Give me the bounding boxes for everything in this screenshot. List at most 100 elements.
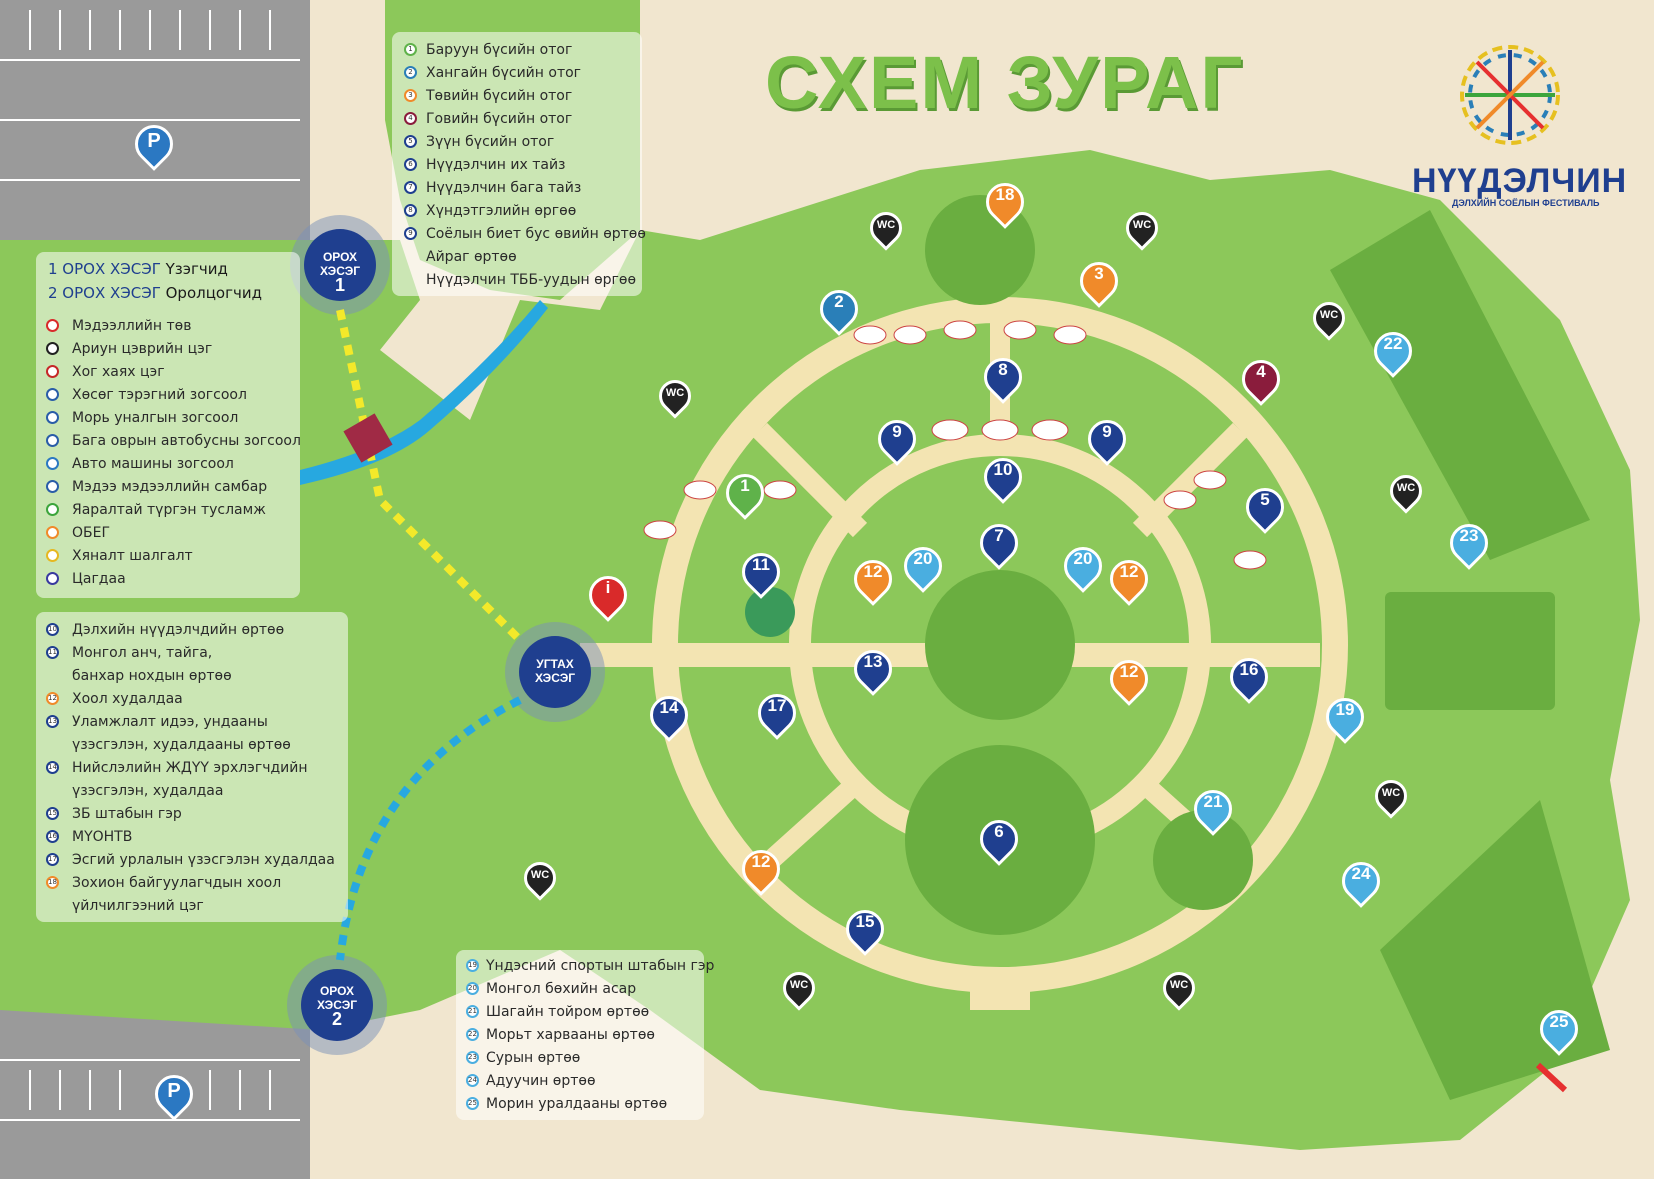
archery-field [1385,592,1555,710]
legend-item-label: Морьт харвааны өртөө [486,1027,655,1043]
legend-item-label: Эсгий урлалын үзэсгэлэн худалдаа [72,852,335,868]
legend-item-label: Нүүдэлчин их тайз [426,157,566,173]
legend-number-icon: 15 [46,807,59,820]
parking-lines [0,10,300,1121]
wrestling-arena [925,570,1075,720]
info-icon [46,319,59,332]
logo-subtitle: ДЭЛХИЙН СОЁЛЫН ФЕСТИВАЛЬ [1452,198,1600,208]
legend-item-label: Монгол анч, тайга, [72,645,213,661]
legend-item-label: Яаралтай түргэн тусламж [72,502,266,518]
legend-item-label: Авто машины зогсоол [72,456,234,472]
legend-item-label: Зүүн бүсийн отог [426,134,555,150]
marker-number: 20 [1073,549,1093,568]
bridge [343,413,393,463]
legend-item-label: үзэсгэлэн, худалдааны өртөө [72,737,291,753]
legend-item-label: Хяналт шалгалт [72,548,193,564]
legend-number-icon: 3 [404,89,417,102]
legend-item-label: Адуучин өртөө [486,1073,596,1089]
parking-icon [46,457,59,470]
marker-number: 12 [751,852,771,871]
marker-number: 9 [892,422,902,441]
marker-number: 10 [993,460,1013,479]
cart-icon [46,388,59,401]
legend-item-label: Морин уралдааны өртөө [486,1096,668,1112]
marker-number: 6 [994,822,1004,841]
legend-number-icon: 23 [466,1051,479,1064]
marker-number: 12 [1119,562,1139,581]
gate2-label[interactable]: ОРОХ ХЭСЭГ 2 [316,984,358,1029]
legend-number-icon: 24 [466,1074,479,1087]
marker-number: 18 [995,185,1015,204]
river [300,300,548,485]
participant-route [336,696,522,961]
legend-left-header-2: 2 ОРОХ ХЭСЭГ Оролцогчид [48,284,262,302]
legend-number-icon: 12 [46,692,59,705]
bus-icon [46,434,59,447]
legend-item-label: ОБЕГ [72,525,111,541]
legend-item-label: Нүүдэлчин ТББ-уудын өргөө [426,272,637,288]
legend-number-icon: 4 [404,112,417,125]
marker-number: 22 [1383,334,1403,353]
marker-number: 4 [1256,362,1266,381]
marker-number: 2 [834,292,844,311]
police-icon [46,572,59,585]
marker-number: 15 [855,912,875,931]
legend-number-icon: 6 [404,158,417,171]
gate1-label[interactable]: ОРОХ ХЭСЭГ 1 [319,250,361,295]
legend-number-icon: 17 [46,853,59,866]
legend-item-label: үйлчилгээний цэг [72,898,204,914]
wc-label: WC [789,979,809,991]
marker-number: 21 [1203,792,1223,811]
trash-icon [46,365,59,378]
inspection-icon [46,549,59,562]
visitor-route [336,309,523,643]
legend-item-label: Зохион байгуулагчдын хоол [72,875,282,891]
legend-item-label: Монгол бөхийн асар [486,981,637,997]
legend-item-label: Хөсөг тэрэгний зогсоол [72,387,247,403]
marker-number: 8 [998,360,1008,379]
legend-item-label: Уламжлалт идээ, ундааны [72,714,268,730]
wc-label: WC [530,869,550,881]
gate2-circle [301,969,373,1041]
legend-number-icon: 20 [466,982,479,995]
emergency-icon [46,526,59,539]
legend-number-icon: 10 [46,623,59,636]
legend-number-icon: 8 [404,204,417,217]
marker-number: 1 [740,476,750,495]
legend-left-panel: 1 ОРОХ ХЭСЭГ Үзэгчид 2 ОРОХ ХЭСЭГ Оролцо… [36,252,301,598]
legend-item-label: Бага оврын автобусны зогсоол [72,433,301,449]
legend-number-icon [404,273,417,286]
legend-item-label: Дэлхийн нүүдэлчдийн өртөө [72,622,285,638]
wc-label: WC [1319,309,1339,321]
marker-number: 9 [1102,422,1112,441]
legend-item-label: Нүүдэлчин бага тайз [426,180,582,196]
map-title: СХЕМ ЗУРАГ [765,41,1245,124]
marker-number: 13 [863,652,883,671]
legend-item-label: ЗБ штабын гэр [72,806,182,822]
legend-number-icon: 11 [46,646,59,659]
marker-number: 23 [1459,526,1479,545]
wc-icon [46,342,59,355]
exit-arrow [1535,1062,1568,1093]
gate1-circle [304,229,376,301]
marker-number: 16 [1239,660,1259,679]
wc-label: WC [1381,787,1401,799]
legend-item-label: Хог хаях цэг [72,364,165,380]
marker-number: 12 [1119,662,1139,681]
legend-item-label: МҮОНТВ [72,829,133,845]
legend-item-label: Соёлын биет бус өвийн өртөө [426,226,646,242]
legend-number-icon: 14 [46,761,59,774]
horse-icon [46,411,59,424]
wc-label: WC [1396,482,1416,494]
greeting-circle [519,636,591,708]
wc-label: WC [1132,219,1152,231]
marker-number: 20 [913,549,933,568]
greeting-label[interactable]: УГТАХ ХЭСЭГ [534,657,576,685]
signpost-icon [46,480,59,493]
hunter-area [745,587,795,637]
ger-decorations [643,320,1267,570]
legend-item-label: Шагайн тойром өртөө [486,1004,650,1020]
